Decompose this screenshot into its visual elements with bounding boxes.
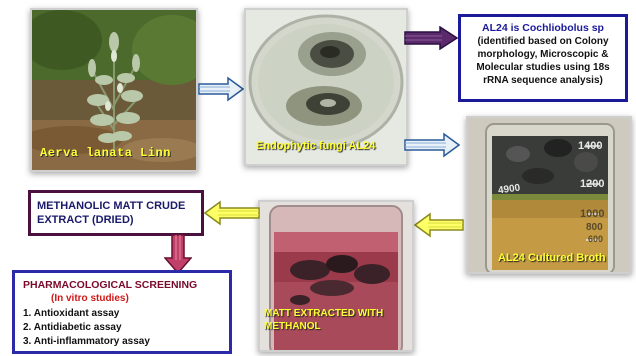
identification-box: AL24 is Cochliobolus sp (identified base… [458, 14, 628, 102]
screening-item-2: 2. Antidiabetic assay [23, 322, 122, 333]
crude-extract-line-1: METHANOLIC MATT CRUDE [37, 200, 186, 212]
fungi-plate-photo: Endophytic fungi AL24 [244, 8, 408, 166]
arrow-fungi-to-broth [404, 132, 460, 158]
broth-mark-800: 800 [586, 222, 603, 233]
arrow-crude-to-screening [164, 234, 192, 274]
broth-mark-1200: 1200 [580, 178, 605, 190]
crude-extract-line-2: EXTRACT (DRIED) [37, 214, 134, 226]
identification-line-5: rRNA sequence analysis) [483, 75, 603, 86]
plant-illustration [32, 10, 196, 170]
arrow-plant-to-fungi [198, 76, 244, 102]
beaker-illustration [468, 118, 630, 272]
arrow-fungi-to-identification [404, 26, 458, 50]
identification-line-4: Molecular studies using 18s [476, 62, 610, 73]
screening-box: PHARMACOLOGICAL SCREENING (In vitro stud… [12, 270, 232, 354]
screening-item-3: 3. Anti-inflammatory assay [23, 336, 150, 347]
identification-line-3: morphology, Microscopic & [477, 49, 609, 60]
plant-caption: Aerva lanata Linn [40, 146, 171, 160]
broth-photo: 1400 1200 1000 800 600 4900 AL24 Culture… [466, 116, 632, 274]
broth-caption: AL24 Cultured Broth [498, 252, 606, 264]
arrow-broth-to-matt [414, 212, 464, 238]
screening-subtitle: (In vitro studies) [51, 293, 129, 304]
identification-line-1: AL24 is Cochliobolus sp [482, 22, 604, 34]
screening-title: PHARMACOLOGICAL SCREENING [23, 279, 198, 291]
crude-extract-box: METHANOLIC MATT CRUDE EXTRACT (DRIED) [28, 190, 204, 236]
matt-extract-photo: MATT EXTRACTED WITH METHANOL [258, 200, 414, 352]
fungi-caption: Endophytic fungi AL24 [256, 140, 376, 152]
plant-photo: Aerva lanata Linn [30, 8, 198, 172]
identification-line-2: (identified based on Colony [477, 36, 609, 47]
matt-caption-line-1: MATT EXTRACTED WITH [264, 308, 384, 319]
broth-mark-600: 600 [588, 234, 604, 244]
screening-item-1: 1. Antioxidant assay [23, 308, 120, 319]
broth-mark-1400: 1400 [578, 140, 603, 152]
arrow-matt-to-crude-extract [204, 200, 260, 226]
broth-mark-1000: 1000 [580, 208, 605, 220]
petri-dish-illustration [246, 10, 406, 164]
matt-caption-line-2: METHANOL [264, 321, 321, 332]
flask-illustration [260, 202, 412, 350]
